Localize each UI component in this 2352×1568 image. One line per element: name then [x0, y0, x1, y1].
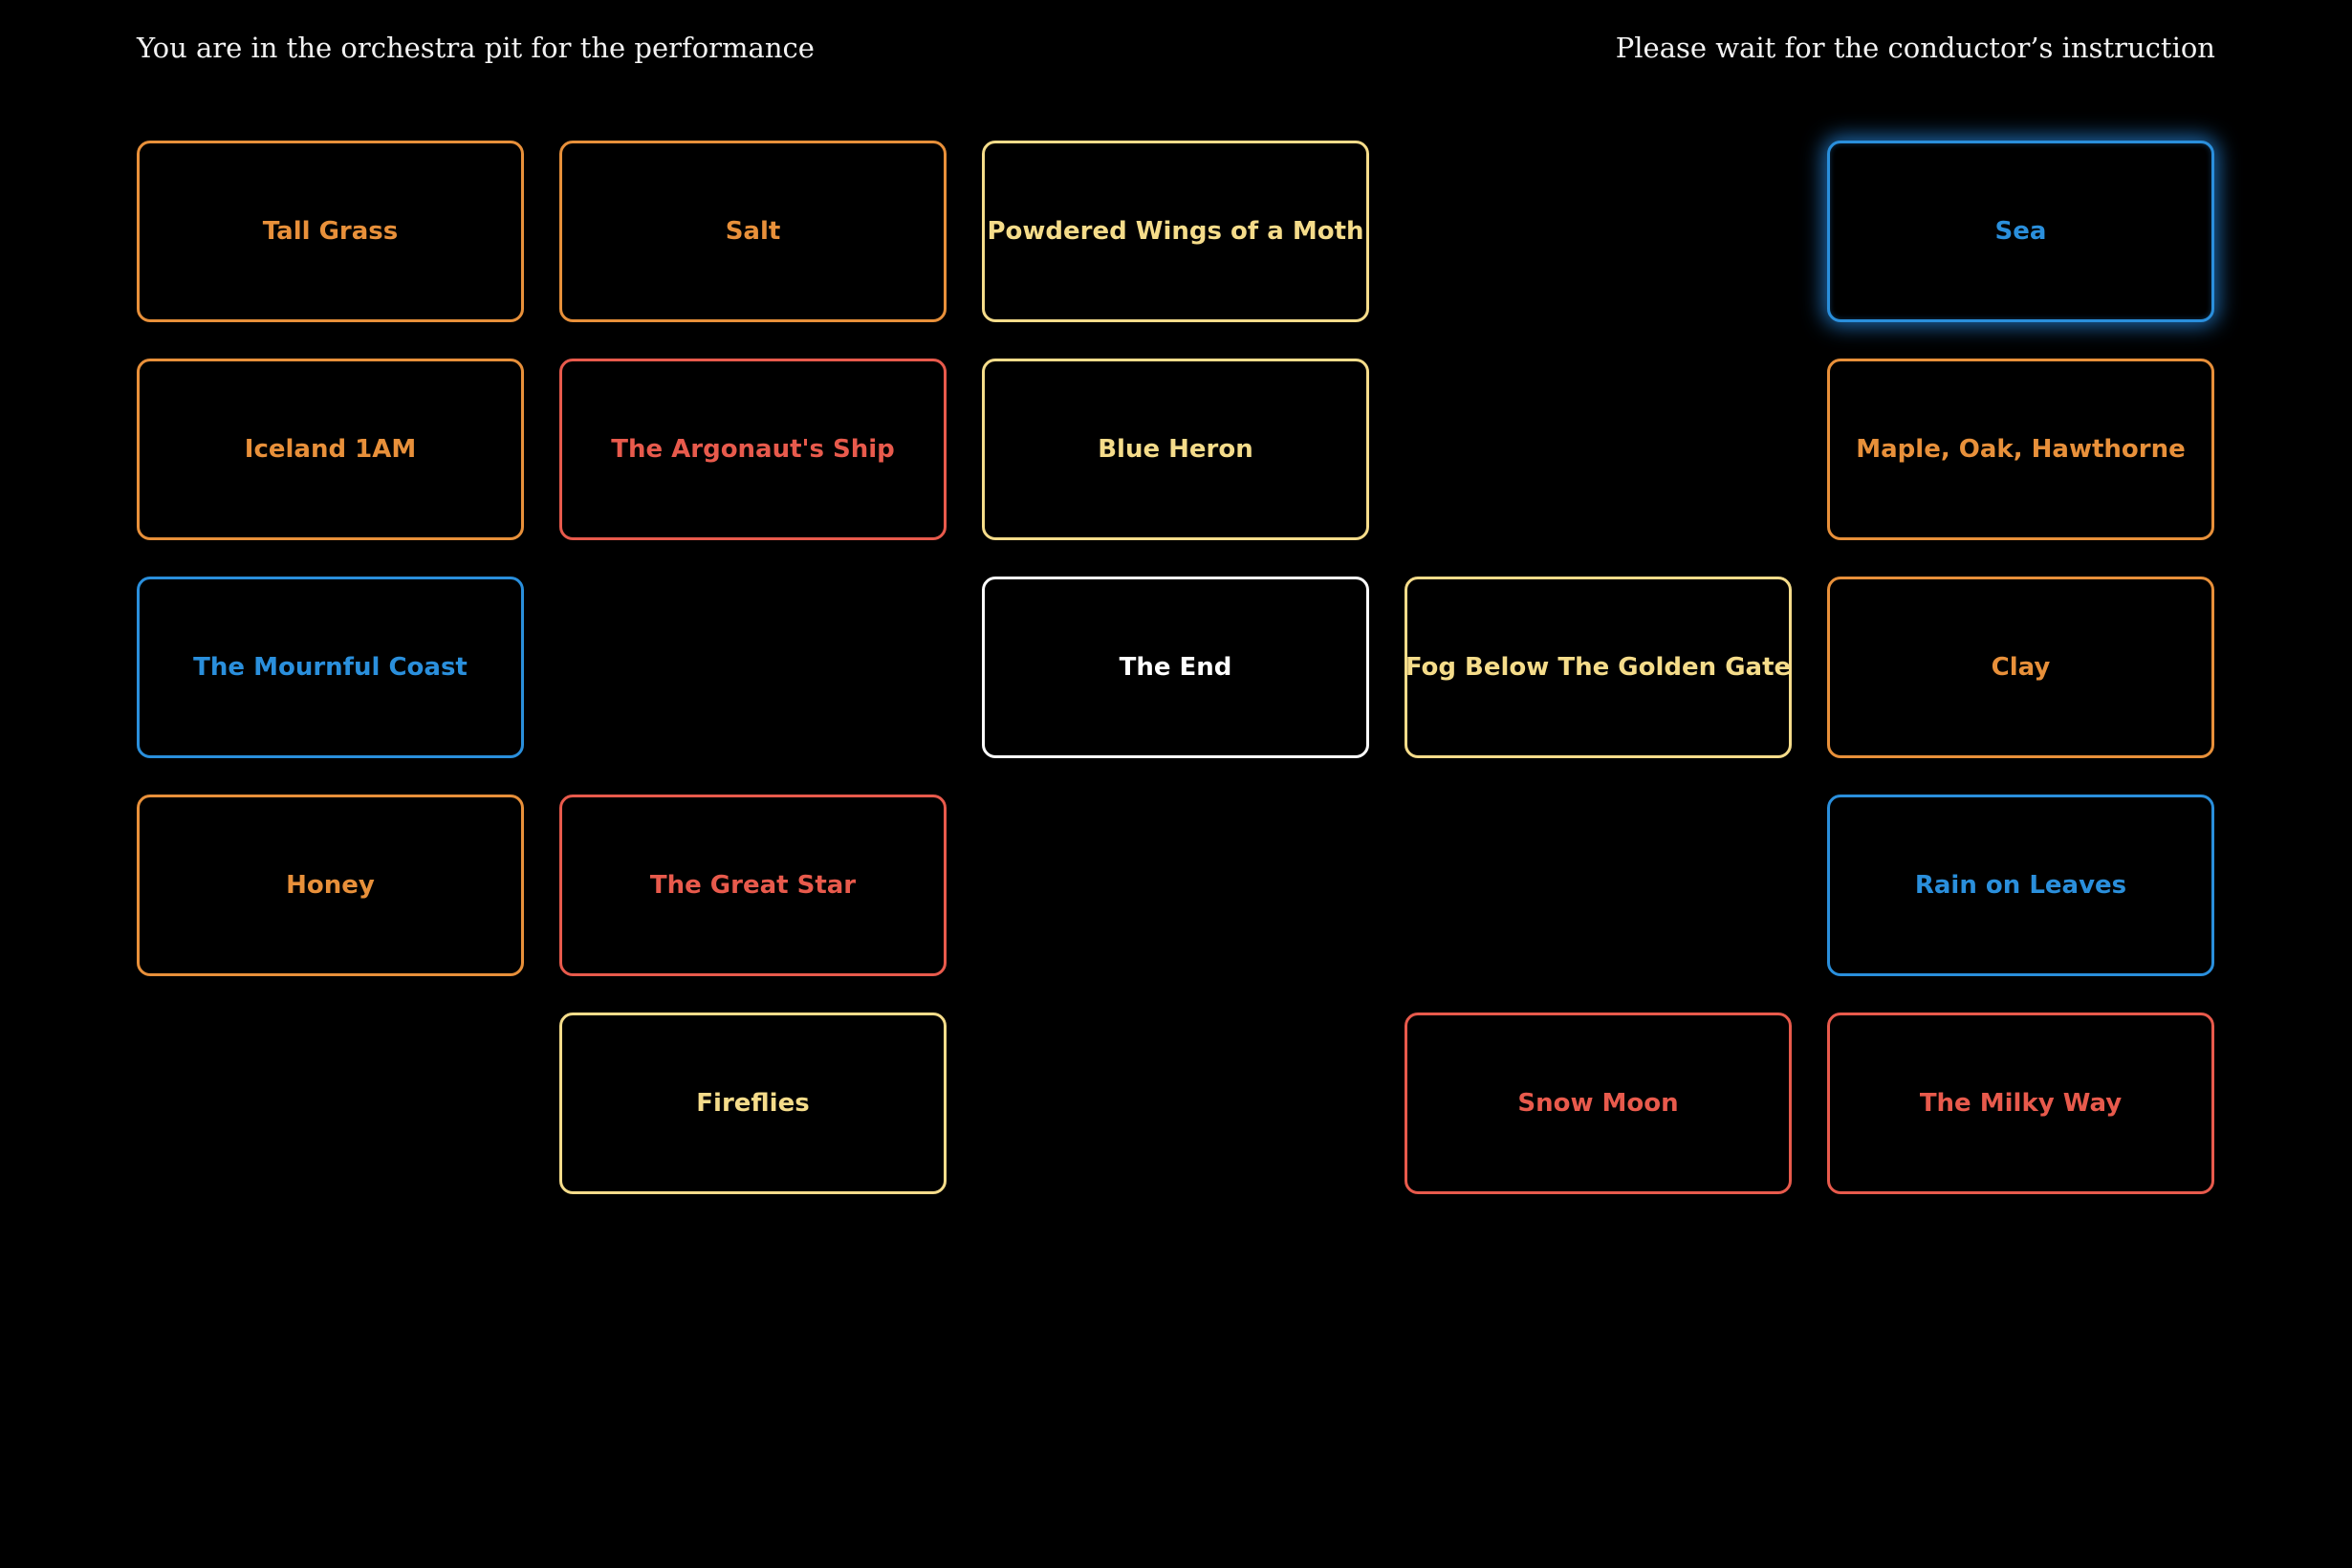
- sound-card-the-argonaut-s-ship[interactable]: The Argonaut's Ship: [559, 359, 947, 540]
- sound-card-iceland-1am[interactable]: Iceland 1AM: [137, 359, 524, 540]
- sound-card-sea[interactable]: Sea: [1827, 141, 2214, 322]
- sound-card-the-great-star[interactable]: The Great Star: [559, 795, 947, 976]
- orchestra-status-text: You are in the orchestra pit for the per…: [137, 32, 815, 64]
- sound-card-tall-grass[interactable]: Tall Grass: [137, 141, 524, 322]
- sound-card-rain-on-leaves[interactable]: Rain on Leaves: [1827, 795, 2214, 976]
- sound-card-snow-moon[interactable]: Snow Moon: [1405, 1013, 1792, 1194]
- sound-card-the-mournful-coast[interactable]: The Mournful Coast: [137, 577, 524, 758]
- sound-card-clay[interactable]: Clay: [1827, 577, 2214, 758]
- sound-card-fireflies[interactable]: Fireflies: [559, 1013, 947, 1194]
- sound-card-honey[interactable]: Honey: [137, 795, 524, 976]
- conductor-instruction-text: Please wait for the conductor’s instruct…: [1615, 32, 2215, 64]
- sound-card-powdered-wings-of-a-moth[interactable]: Powdered Wings of a Moth: [982, 141, 1369, 322]
- sound-card-the-end[interactable]: The End: [982, 577, 1369, 758]
- sound-card-the-milky-way[interactable]: The Milky Way: [1827, 1013, 2214, 1194]
- sound-card-maple-oak-hawthorne[interactable]: Maple, Oak, Hawthorne: [1827, 359, 2214, 540]
- sound-card-fog-below-the-golden-gate[interactable]: Fog Below The Golden Gate: [1405, 577, 1792, 758]
- sound-card-blue-heron[interactable]: Blue Heron: [982, 359, 1369, 540]
- sound-card-salt[interactable]: Salt: [559, 141, 947, 322]
